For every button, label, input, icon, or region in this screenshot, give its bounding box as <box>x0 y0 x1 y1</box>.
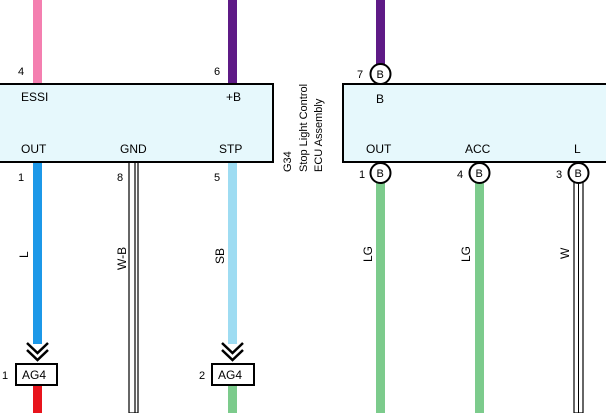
pin-number: 3 <box>556 169 562 181</box>
junction-connector-box <box>15 363 58 386</box>
pin-label: L <box>574 142 581 156</box>
pin-label: B <box>376 92 384 106</box>
pin-label: ESSI <box>21 90 48 104</box>
pin-number: 1 <box>18 172 24 184</box>
connector-circle <box>369 162 392 184</box>
ecu-box-left <box>0 83 274 163</box>
wire-color-label: LG <box>361 246 375 262</box>
wire-w-b <box>128 161 139 413</box>
connector-letter: B <box>476 168 483 180</box>
wire-lightgreen-acc <box>475 182 484 413</box>
component-name-line1: Stop Light Control <box>298 84 310 172</box>
component-name-line2: ECU Assembly <box>313 98 325 172</box>
pin-label: OUT <box>21 142 47 156</box>
pin-label: +B <box>226 90 241 104</box>
pin-number: 4 <box>457 169 463 181</box>
wire-color-label: LG <box>459 246 473 262</box>
junction-pin-number: 1 <box>2 370 8 382</box>
junction-pin-number: 2 <box>199 370 205 382</box>
wire-lightgreen-bottom-left <box>228 386 237 413</box>
wire-lightgreen-out <box>376 182 385 413</box>
component-code: G34 <box>282 151 294 172</box>
wire-blue <box>33 162 42 344</box>
pin-label: ACC <box>465 142 491 156</box>
pin-number: 6 <box>214 66 220 78</box>
connector-circle <box>468 162 491 184</box>
pin-label: OUT <box>366 142 392 156</box>
wire-color-label: W-B <box>115 247 129 270</box>
connector-circle <box>567 162 590 184</box>
ecu-box-right <box>342 83 606 163</box>
wire-red-bottom <box>33 386 42 413</box>
pin-label: GND <box>120 142 147 156</box>
connector-letter: B <box>575 168 582 180</box>
wire-purple-right-top <box>376 0 385 64</box>
pin-number: 7 <box>357 69 363 81</box>
junction-connector-box <box>211 363 255 386</box>
junction-connector-name: AG4 <box>22 368 46 382</box>
wire-pink-top <box>33 0 42 84</box>
chevron-down-icon <box>221 349 244 362</box>
pin-number: 4 <box>18 66 24 78</box>
wire-color-label: L <box>17 251 31 258</box>
chevron-down-icon <box>26 349 49 362</box>
connector-letter: B <box>377 69 384 81</box>
chevron-down-icon <box>26 342 49 355</box>
wire-color-label: W <box>558 247 572 259</box>
pin-number: 8 <box>117 172 123 184</box>
wire-sky-blue <box>228 162 237 344</box>
connector-circle <box>369 63 392 85</box>
chevron-down-icon <box>221 342 244 355</box>
pin-number: 1 <box>359 169 365 181</box>
pin-label: STP <box>219 142 242 156</box>
connector-letter: B <box>377 168 384 180</box>
wire-purple-top <box>228 0 237 84</box>
junction-connector-name: AG4 <box>218 368 242 382</box>
pin-number: 5 <box>214 172 220 184</box>
wire-color-label: SB <box>213 248 227 264</box>
